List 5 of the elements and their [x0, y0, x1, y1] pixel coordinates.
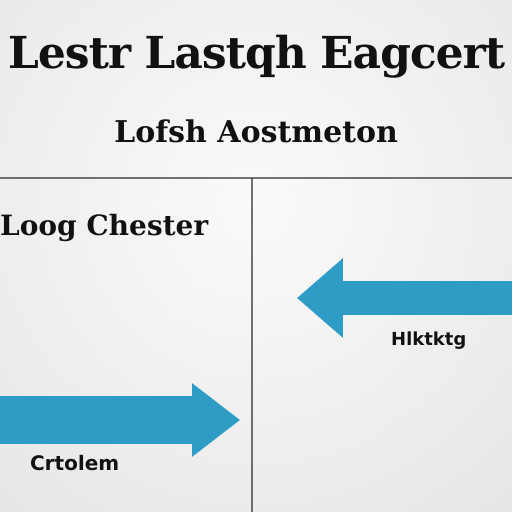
- panel-label: Loog Chester: [0, 209, 208, 242]
- title: Lestr Lastqh Eagcert: [6, 28, 506, 79]
- panel-label: Crtolem: [30, 451, 120, 475]
- subtitle: Lofsh Aostmeton: [113, 115, 399, 150]
- panel-label: Hlktktg: [391, 329, 466, 350]
